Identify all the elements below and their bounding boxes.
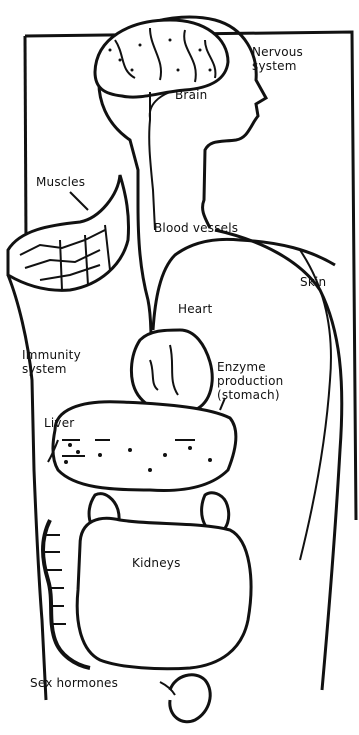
label-heart: Heart (178, 302, 212, 316)
label-skin: Skin (300, 275, 326, 289)
pelvis (170, 675, 210, 722)
brain (95, 20, 228, 97)
label-brain: Brain (175, 88, 207, 102)
intestines (77, 518, 251, 668)
label-liver: Liver (44, 416, 74, 430)
muscles-pointer (70, 192, 88, 210)
label-immunity-system: Immunity system (22, 348, 81, 376)
liver (53, 402, 236, 491)
trunk-left (8, 275, 46, 700)
label-enzyme-production: Enzyme production (stomach) (217, 360, 283, 402)
label-sex-hormones: Sex hormones (30, 676, 118, 690)
label-nervous-system: Nervous system (252, 45, 303, 73)
label-blood-vessels: Blood vessels (154, 221, 238, 235)
frame-left (25, 36, 26, 245)
label-muscles: Muscles (36, 175, 85, 189)
label-kidneys: Kidneys (132, 556, 181, 570)
skin-line (300, 250, 331, 560)
blood-vessel-main (138, 205, 152, 345)
